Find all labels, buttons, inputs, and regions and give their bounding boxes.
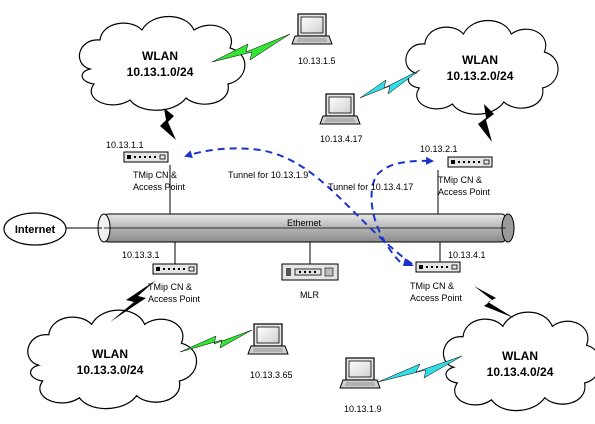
ap-label-line1: TMip CN & bbox=[438, 175, 482, 185]
wlan-title: WLAN bbox=[502, 349, 538, 363]
ethernet-bus: Ethernet bbox=[97, 213, 515, 243]
access-point-1: 10.13.1.1 TMip CN & Access Point bbox=[106, 140, 186, 192]
mlr-device bbox=[281, 263, 339, 281]
wlan-title: WLAN bbox=[142, 49, 178, 63]
host-laptop-3 bbox=[247, 323, 289, 355]
wireless-link-icon bbox=[478, 104, 494, 142]
wireless-link-icon bbox=[359, 69, 421, 99]
ap-label-line1: TMip CN & bbox=[410, 281, 454, 291]
host-ip-label: 10.13.3.65 bbox=[250, 370, 293, 380]
wireless-link-icon bbox=[160, 108, 176, 140]
wireless-link-icon bbox=[377, 355, 463, 383]
ap-label-line1: TMip CN & bbox=[133, 170, 177, 180]
wlan-cloud-1: WLAN 10.13.1.0/24 bbox=[78, 15, 246, 111]
internet-label: Internet bbox=[15, 224, 56, 236]
wlan-cloud-2: WLAN 10.13.2.0/24 bbox=[405, 19, 559, 115]
ap-label-line1: TMip CN & bbox=[148, 282, 192, 292]
wlan-subnet: 10.13.3.0/24 bbox=[77, 363, 144, 377]
wlan-cloud-3: WLAN 10.13.3.0/24 bbox=[27, 309, 198, 410]
wireless-link-icon bbox=[179, 329, 253, 353]
ap-label-line2: Access Point bbox=[148, 294, 201, 304]
ap-label-line2: Access Point bbox=[133, 182, 186, 192]
host-ip-label: 10.13.4.17 bbox=[320, 134, 363, 144]
tunnel-label-1: Tunnel for 10.13.1.9 bbox=[228, 170, 308, 180]
host-ip-label: 10.13.1.5 bbox=[298, 56, 336, 66]
internet-node: Internet bbox=[3, 212, 102, 246]
ap-label-line2: Access Point bbox=[410, 293, 463, 303]
ethernet-label: Ethernet bbox=[287, 218, 322, 228]
access-point-2: 10.13.2.1 TMip CN & Access Point bbox=[420, 144, 493, 197]
wlan-subnet: 10.13.2.0/24 bbox=[447, 69, 514, 83]
host-laptop-1 bbox=[291, 13, 333, 45]
wireless-link-icon bbox=[110, 280, 156, 322]
ap-ip-label: 10.13.2.1 bbox=[420, 144, 458, 154]
wlan-title: WLAN bbox=[92, 347, 128, 361]
ap-ip-label: 10.13.1.1 bbox=[106, 140, 144, 150]
tunnel-path-1 bbox=[184, 147, 413, 265]
ap-label-line2: Access Point bbox=[438, 187, 491, 197]
wireless-link-icon bbox=[474, 286, 514, 318]
wireless-link-icon bbox=[211, 33, 291, 63]
access-point-4: 10.13.4.1 TMip CN & Access Point bbox=[410, 250, 486, 303]
host-laptop-4 bbox=[339, 357, 381, 389]
wlan-title: WLAN bbox=[462, 53, 498, 67]
tunnel-path-2 bbox=[370, 156, 434, 263]
tunnel-label-2: Tunnel for 10.13.4.17 bbox=[328, 182, 413, 192]
ap-ip-label: 10.13.4.1 bbox=[448, 250, 486, 260]
mlr-label: MLR bbox=[300, 290, 320, 300]
ap-ip-label: 10.13.3.1 bbox=[122, 250, 160, 260]
wlan-subnet: 10.13.4.0/24 bbox=[487, 365, 554, 379]
host-laptop-2 bbox=[319, 93, 361, 125]
host-ip-label: 10.13.1.9 bbox=[344, 404, 382, 414]
wlan-subnet: 10.13.1.0/24 bbox=[127, 65, 194, 79]
wlan-cloud-4: WLAN 10.13.4.0/24 bbox=[442, 311, 595, 412]
access-point-3: 10.13.3.1 TMip CN & Access Point bbox=[122, 250, 201, 304]
